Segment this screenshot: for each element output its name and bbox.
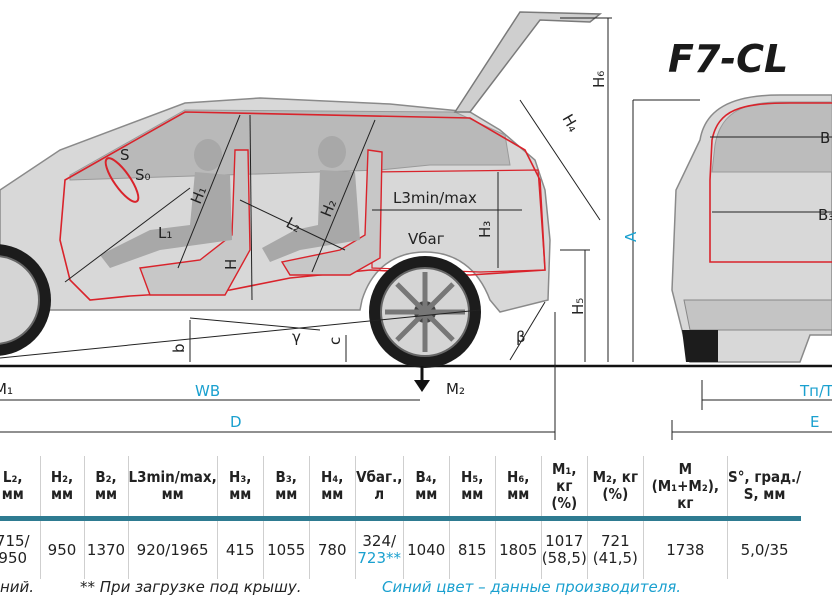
header-h6: H₆, мм: [494, 456, 542, 516]
value-b3: 1055: [262, 521, 310, 579]
header-b3: B₃, мм: [262, 456, 310, 516]
front-seat: [139, 149, 251, 296]
footnote-blue-color: Синий цвет – данные производителя.: [382, 578, 682, 596]
label-gamma: γ: [292, 328, 301, 346]
steering-wheel: [104, 157, 140, 203]
model-logo: F7-CL: [668, 37, 788, 81]
passenger-body: [262, 170, 360, 262]
value-l3: 920/1965: [127, 521, 218, 579]
value-h4: 780: [308, 521, 356, 579]
label-b-rear: B: [820, 129, 830, 147]
header-m: M (M₁+M₂), кг: [642, 456, 728, 516]
side-window: [69, 109, 511, 181]
header-l2: L₂, мм: [1, 468, 24, 503]
rear-wheel: [369, 256, 481, 368]
rear-view-car: [633, 94, 832, 363]
label-tn: Tп/T: [799, 382, 832, 400]
value-s: 5,0/35: [726, 521, 802, 579]
value-h2: 950: [39, 521, 84, 579]
driver-head: [194, 139, 222, 171]
header-b2: B₂, мм: [83, 456, 128, 516]
label-h5: H₅: [569, 298, 587, 315]
label-l1: L₁: [158, 224, 172, 242]
header-h4: H₄, мм: [308, 456, 356, 516]
separator-bar: [0, 516, 802, 521]
table-separator: [0, 516, 802, 521]
value-h3: 415: [216, 521, 264, 579]
label-beta: β: [516, 328, 526, 346]
value-h5: 815: [448, 521, 496, 579]
label-h2: H₂: [317, 197, 340, 220]
label-m1: M₁: [0, 380, 13, 398]
value-b2: 1370: [83, 521, 128, 579]
header-h5: H₅, мм: [448, 456, 496, 516]
spec-value-row: 715/ 950 950 1370 920/1965 415 1055 780 …: [0, 521, 802, 579]
header-m1: M₁, кг (%): [540, 456, 588, 516]
label-e: E: [810, 413, 819, 431]
header-m2: M₂, кг (%): [586, 456, 644, 516]
interior-outline: [59, 111, 546, 301]
label-d: D: [230, 413, 242, 431]
rear-bumper: [683, 299, 832, 331]
footnote-left: ний.: [0, 578, 35, 596]
rear-tire: [682, 330, 718, 362]
header-l3: L3min/max, мм: [127, 456, 218, 516]
label-c: c: [326, 337, 344, 345]
footnote-roof-load: ** При загрузке под крышу.: [80, 578, 302, 596]
label-h3: H₃: [476, 221, 494, 238]
rear-interior-outline: [709, 102, 832, 263]
open-tailgate: [453, 11, 603, 113]
value-b4: 1040: [402, 521, 450, 579]
header-h2: H₂, мм: [39, 456, 84, 516]
header-vbag: Vбаг., л: [354, 456, 404, 516]
header-h3: H₃, мм: [216, 456, 264, 516]
value-m: 1738: [642, 521, 728, 579]
value-l2: 715/ 950: [0, 532, 30, 567]
label-a: A: [622, 231, 640, 242]
label-s0: S₀: [135, 166, 151, 184]
label-h: H: [222, 259, 240, 270]
vehicle-dimension-diagram: F7-CL S S₀ L₁ H₁ H L₂ H₂ L3min/max Vбаг …: [0, 11, 832, 440]
driver-body: [100, 172, 232, 268]
label-m2: M₂: [446, 380, 465, 398]
label-h6: H₆: [590, 71, 608, 88]
side-view-car: [0, 11, 603, 368]
dimension-lines: [0, 17, 832, 440]
label-b3-rear: B₃: [818, 206, 832, 224]
front-wheel: [0, 244, 51, 356]
value-m1: 1017 (58,5): [540, 521, 588, 579]
label-b: b: [170, 343, 188, 353]
value-vbag-roof: 723**: [357, 549, 402, 567]
value-vbag-base: 324/: [362, 532, 397, 550]
value-m2: 721 (41,5): [586, 521, 644, 579]
label-lmax: L3min/max: [393, 189, 477, 207]
value-vbag: 324/723**: [354, 521, 404, 579]
spec-header-row: L₂, мм H₂, мм B₂, мм L3min/max, мм H₃, м…: [0, 456, 802, 516]
m2-arrow-head: [414, 380, 430, 392]
label-h4: H₄: [559, 111, 583, 135]
label-wb: WB: [195, 382, 220, 400]
header-s: S°, град./ S, мм: [726, 456, 802, 516]
spec-table: L₂, мм H₂, мм B₂, мм L3min/max, мм H₃, м…: [0, 456, 802, 579]
label-h1: H₁: [187, 184, 210, 207]
value-h6: 1805: [494, 521, 542, 579]
label-vbag: Vбаг: [408, 230, 445, 248]
header-b4: B₄, мм: [402, 456, 450, 516]
label-s: S: [120, 146, 130, 164]
passenger-head: [318, 136, 346, 168]
